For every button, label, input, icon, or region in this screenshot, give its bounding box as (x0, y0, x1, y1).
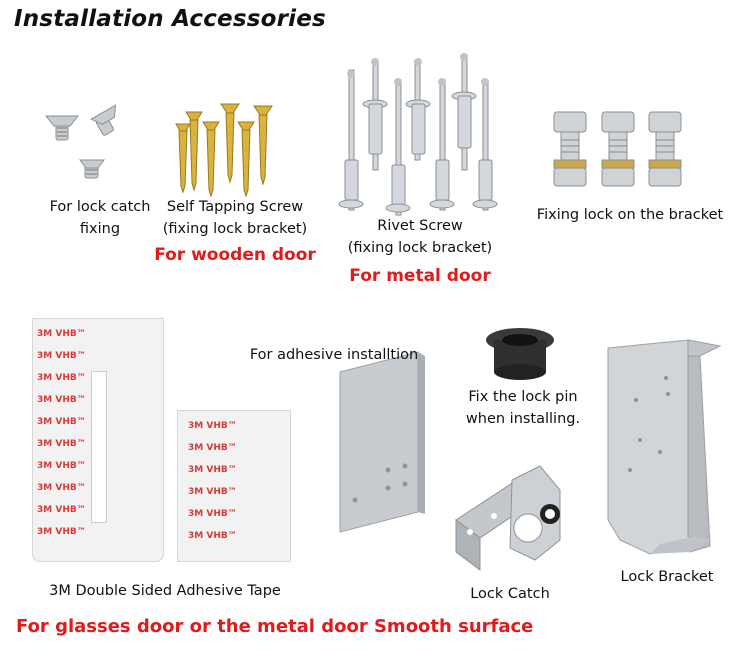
adhesive-tape-label: 3M Double Sided Adhesive Tape (49, 583, 281, 599)
adhesive-plate-label: For adhesive installtion (249, 347, 419, 363)
lock-pin-bushing-label: Fix the lock pin when installing. (465, 389, 581, 427)
metal-door-note: For metal door (349, 266, 491, 286)
self-tapping-label: Self Tapping Screw (fixing lock bracket) (162, 199, 308, 237)
lock-catch-label: Lock Catch (470, 586, 550, 602)
page-title: Installation Accessories (14, 6, 326, 32)
lock-bracket-label: Lock Bracket (620, 569, 714, 585)
bolts-label: Fixing lock on the bracket (536, 207, 724, 223)
rivet-label: Rivet Screw (fixing lock bracket) (347, 218, 493, 256)
lock-catch-screws-label: For lock catch fixing (49, 199, 151, 237)
wooden-door-note: For wooden door (154, 245, 316, 265)
footer-note: For glasses door or the metal door Smoot… (16, 616, 534, 637)
